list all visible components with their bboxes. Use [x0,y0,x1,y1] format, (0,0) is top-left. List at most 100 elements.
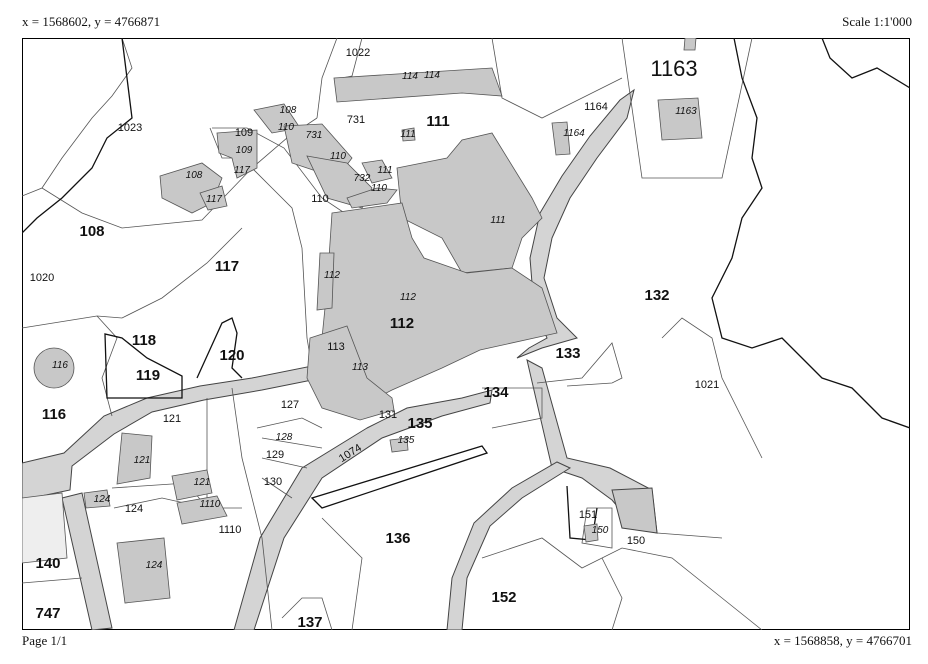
parcel-label: 150 [627,535,645,547]
building-1110 [176,495,228,525]
building-label: 110 [371,183,387,194]
parcel-label: 151 [579,509,597,521]
parcel-label: 133 [555,345,580,362]
building-label: 111 [377,165,392,176]
district-boundaries [22,38,910,541]
parcel-label: 1021 [695,379,719,391]
building-135 [389,437,409,453]
building-label: 114 [424,70,440,81]
building-label: 732 [354,173,371,184]
building-111-small [361,159,393,184]
road-152 [446,461,572,630]
road-center-down [233,389,493,630]
building-label: 108 [186,170,203,181]
parcel-label: 121 [163,413,181,425]
building-121-a [116,432,153,485]
building-111-tiny [401,127,416,142]
building-110-right [346,187,398,209]
parcel-label: 117 [215,258,239,275]
building-124-small [83,489,111,509]
parcel-label: 134 [483,384,509,401]
building-label: 731 [306,130,323,141]
building-label: 128 [276,432,293,443]
road-east-curve [516,88,635,359]
building-121-b [171,469,213,501]
parcel-label: 731 [347,114,365,126]
parcel-labels: 1022 1023 731 111 1164 1163 109 110 108 … [30,47,719,630]
parcel-label: 132 [644,287,669,304]
parcel-label: 1020 [30,272,54,284]
parcel-label: 119 [136,367,160,384]
parcel-boundaries [22,38,763,630]
building-113 [306,325,395,421]
buildings [22,38,703,604]
top-left-coordinates: x = 1568602, y = 4766871 [22,14,161,29]
parcel-label: 110 [311,193,329,205]
parcel-label: 129 [266,449,284,461]
parcel-label: 1023 [118,122,142,134]
parcel-label: 136 [385,530,410,547]
cadastral-map[interactable]: 1022 1023 731 111 1164 1163 109 110 108 … [22,38,910,630]
building-label: 150 [592,525,609,536]
building-label: 114 [402,71,418,82]
building-112-left [316,252,335,311]
building-label: 111 [400,129,415,140]
building-label: 121 [194,477,211,488]
building-label: 112 [324,270,340,281]
parcel-label: 112 [390,315,414,332]
building-labels: 114 114 108 110 731 110 732 111 110 111 … [52,70,697,571]
parcel-label: 1110 [219,524,242,536]
building-label: 110 [330,151,346,162]
building-109-117 [216,129,258,179]
parcel-label: 135 [407,415,432,432]
building-label: 124 [146,560,163,571]
building-label: 117 [206,194,222,205]
building-label: 111 [490,215,505,226]
parcel-label: 1164 [584,101,608,113]
building-label: 1164 [563,128,585,139]
page-number: Page 1/1 [22,633,68,648]
parcel-label: 108 [79,223,104,240]
building-label: 135 [398,435,415,446]
building-1163-tower [683,38,697,51]
building-label: 1163 [675,106,697,117]
building-label: 108 [280,105,297,116]
building-117-small [199,185,228,211]
building-label: 1110 [200,499,221,510]
scale-label: Scale 1:1'000 [842,14,912,29]
building-label: 113 [352,362,368,373]
building-label: 109 [236,145,253,156]
building-label: 110 [278,122,294,133]
parcel-label: 1163 [650,56,697,81]
building-label: 124 [94,494,111,505]
parcel-label: 1022 [346,47,370,59]
parcel-label: 747 [35,605,60,622]
building-140-left [22,492,68,564]
parcel-label: 111 [426,113,449,130]
building-label: 116 [52,360,68,371]
building-1164 [551,121,571,156]
parcel-label: 120 [219,347,244,364]
building-150 [583,523,599,543]
parcel-label: 116 [42,406,66,423]
parcel-label: 140 [35,555,60,572]
building-124 [116,537,171,604]
building-114 [333,67,503,103]
parcel-label: 127 [281,399,299,411]
parcel-label: 137 [297,614,322,630]
road-left-vertical [61,492,113,630]
building-label: 121 [134,455,151,466]
parcel-label: 113 [327,341,345,353]
parcel-label: 109 [235,127,253,139]
road-main [22,365,323,501]
parcel-label: 118 [132,332,156,349]
parcel-label: 124 [125,503,143,515]
building-label: 112 [400,292,416,303]
building-116 [33,347,75,389]
building-111-big [396,132,543,274]
bottom-right-coordinates: x = 1568858, y = 4766701 [773,633,912,648]
parcel-label: 130 [264,476,282,488]
building-1163 [657,97,703,141]
building-label: 117 [234,165,250,176]
parcel-label: 152 [491,589,516,606]
